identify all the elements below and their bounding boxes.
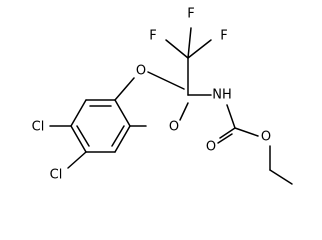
- atom-cl-upper: Cl: [32, 120, 45, 135]
- bond-ring-3: [114, 125, 131, 153]
- bond-cl-lower: [67, 151, 87, 169]
- bond-cf3-f-left: [165, 39, 189, 59]
- bond-nh-c: [226, 104, 236, 129]
- atom-o-ring-bottom: O: [169, 120, 179, 135]
- molecule-structure-diagram: Cl Cl O O F F F NH O O: [32, 7, 293, 185]
- bond-cf3-f-right: [187, 39, 212, 59]
- bond-ring-double-c: [76, 125, 90, 147]
- atom-f-right: F: [220, 29, 227, 44]
- atom-labels: Cl Cl O O F F F NH O O: [32, 7, 271, 183]
- atom-f-top: F: [187, 7, 194, 22]
- atom-o-ring-top: O: [136, 64, 146, 79]
- bond-o-bottom-c2: [179, 102, 189, 121]
- bonds: [49, 27, 293, 185]
- atom-f-left: F: [149, 29, 156, 44]
- bond-ring-2: [114, 99, 131, 127]
- bond-c-o-ester: [234, 127, 259, 137]
- bond-o-top-c2: [147, 71, 185, 90]
- bond-ch2-ch3: [269, 169, 293, 185]
- atom-o-ester: O: [261, 130, 271, 145]
- bond-c-o-double-1: [219, 127, 236, 139]
- bond-ring-o-top: [114, 77, 135, 101]
- atom-nh: NH: [212, 88, 232, 103]
- atom-cl-lower: Cl: [50, 168, 63, 183]
- bond-ring-5: [70, 125, 87, 153]
- bond-ring-double-b: [111, 125, 125, 147]
- bond-c-o-double-2: [217, 133, 233, 144]
- bond-ring-6: [70, 99, 87, 127]
- atom-o-carbonyl: O: [206, 140, 216, 155]
- bond-cf3-f-top: [187, 27, 192, 59]
